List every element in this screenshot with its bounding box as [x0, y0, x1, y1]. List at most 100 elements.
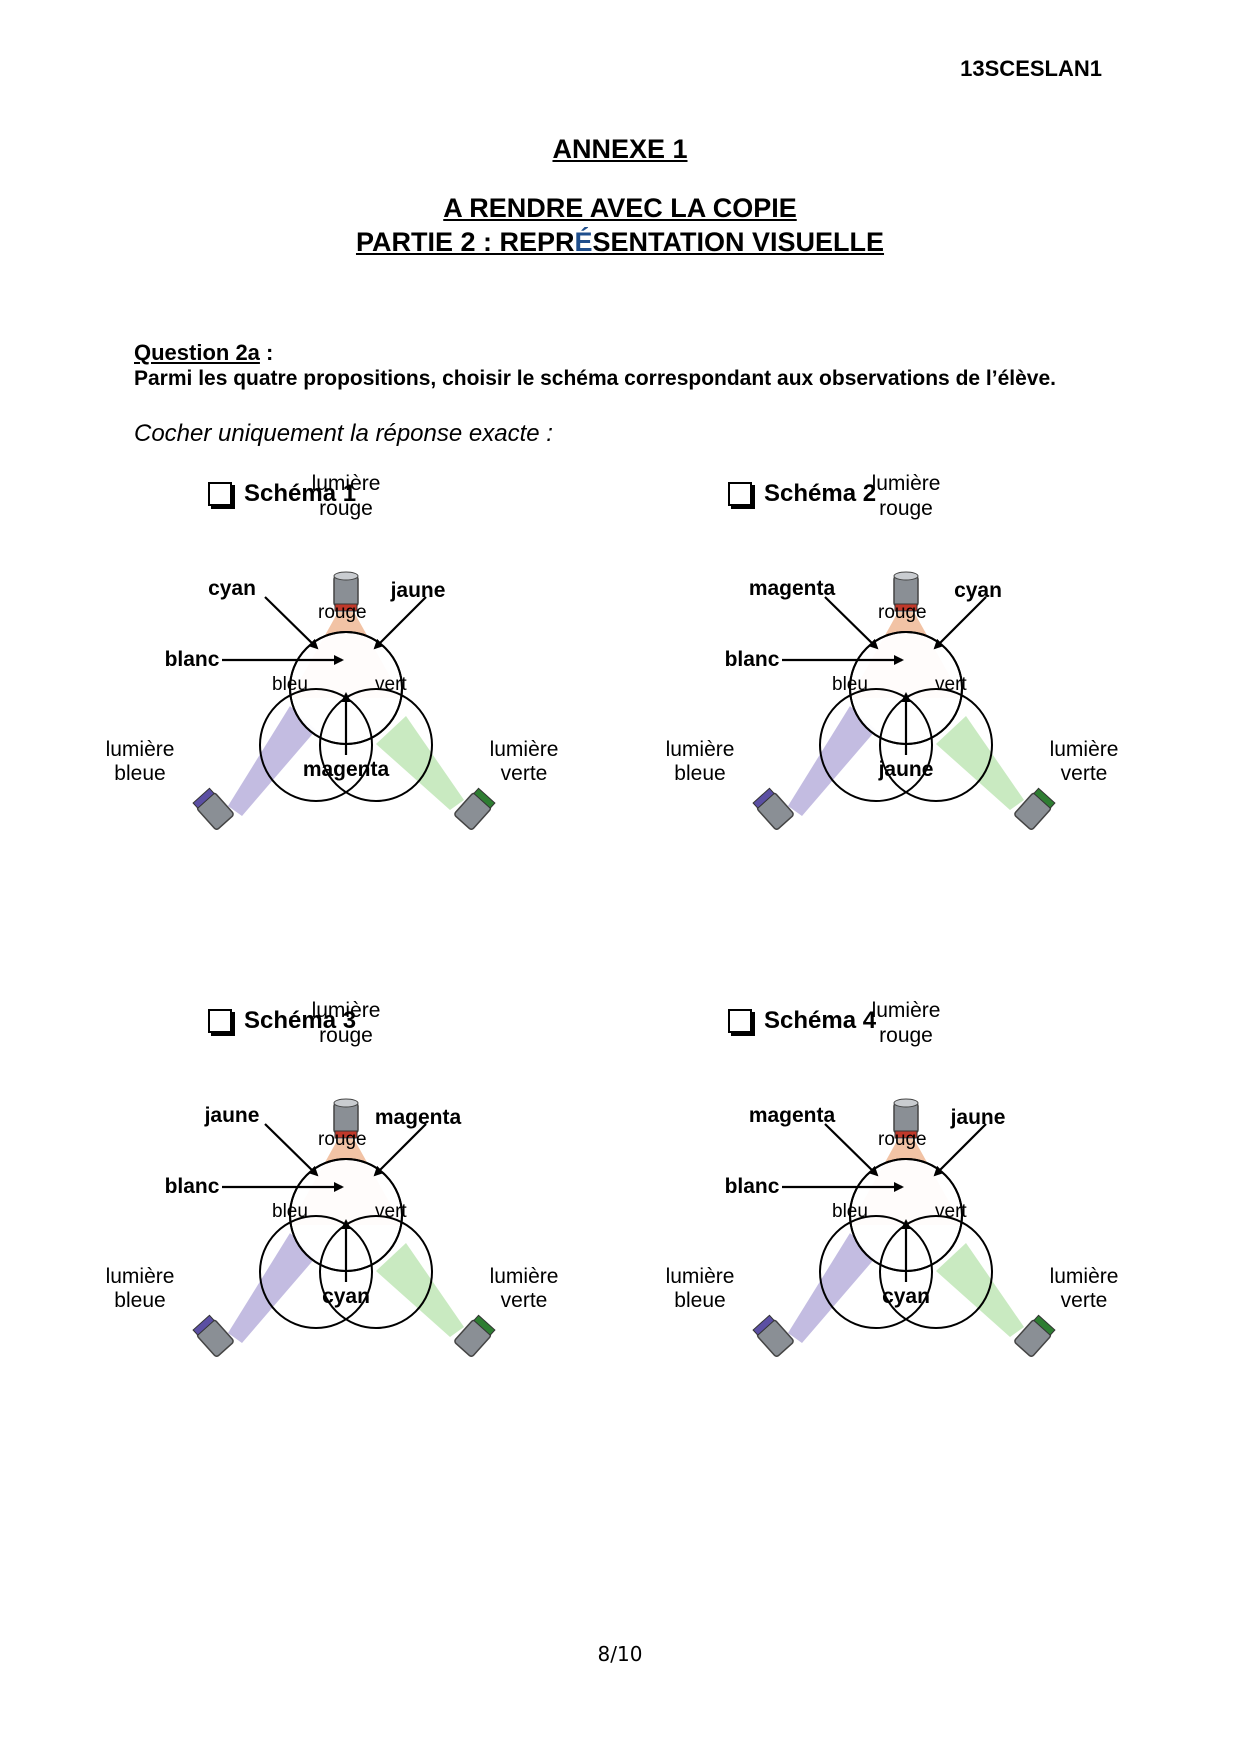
schema-3-heading: Schéma 3	[208, 1007, 356, 1035]
circle-label-vert: vert	[375, 1201, 407, 1222]
green-lamp-icon	[454, 1314, 496, 1357]
green-lamp-icon	[1014, 1314, 1056, 1357]
light-green-label-line1: lumière	[489, 738, 559, 761]
light-red-label-line2: rouge	[319, 1024, 373, 1047]
part-title: PARTIE 2 : REPRÉSENTATION VISUELLE	[0, 227, 1240, 258]
question-colon: :	[259, 340, 274, 365]
blue-lamp-icon	[192, 787, 234, 830]
return-with-copy-title: A RENDRE AVEC LA COPIE	[443, 193, 797, 223]
center-white-label: blanc	[724, 1175, 780, 1198]
green-light-beam	[936, 716, 1024, 810]
blue-light-beam	[788, 706, 876, 816]
circle-label-rouge: rouge	[318, 602, 367, 623]
circle-label-rouge: rouge	[878, 602, 927, 623]
exam-code: 13SCESLAN1	[960, 56, 1102, 81]
top-left-mix-label: magenta	[748, 1104, 836, 1127]
annex-title: ANNEXE 1	[552, 134, 688, 164]
schema-1-checkbox[interactable]	[208, 482, 232, 506]
light-blue-label-line2: bleue	[114, 762, 166, 785]
light-blue-label-line2: bleue	[674, 762, 726, 785]
schema-3-checkbox[interactable]	[208, 1009, 232, 1033]
blue-lamp-icon	[752, 1314, 794, 1357]
green-circle	[319, 688, 433, 802]
top-left-arrow	[824, 596, 879, 650]
schema-2-checkbox[interactable]	[728, 482, 752, 506]
circle-label-bleu: bleu	[272, 674, 308, 695]
blue-lamp-icon	[192, 1314, 234, 1357]
schema-4-heading: Schéma 4	[728, 1007, 876, 1035]
center-white-label: blanc	[164, 1175, 220, 1198]
part-title-end: SENTATION VISUELLE	[592, 227, 885, 257]
top-left-arrow	[264, 596, 319, 650]
green-light-beam	[936, 1243, 1024, 1337]
top-right-mix-label: jaune	[390, 579, 446, 602]
green-circle	[879, 1215, 993, 1329]
light-green-label-line2: verte	[1060, 1289, 1108, 1312]
bottom-mix-label: cyan	[882, 1285, 930, 1308]
light-blue-label-line2: bleue	[674, 1289, 726, 1312]
top-right-mix-label: magenta	[374, 1106, 462, 1129]
circle-label-vert: vert	[935, 1201, 967, 1222]
blue-circle	[259, 1215, 373, 1329]
red-lamp-icon	[893, 571, 919, 612]
green-lamp-icon	[454, 787, 496, 830]
blue-light-beam	[228, 706, 316, 816]
light-red-label-line2: rouge	[879, 497, 933, 520]
top-right-arrow	[933, 596, 987, 650]
schema-2-title: Schéma 2	[764, 480, 877, 507]
center-white-label: blanc	[164, 648, 220, 671]
green-light-beam	[376, 1243, 464, 1337]
top-left-arrow	[264, 1123, 319, 1177]
light-blue-label-line1: lumière	[105, 1265, 175, 1288]
bottom-mix-label: magenta	[302, 758, 390, 781]
light-green-label-line2: verte	[500, 762, 548, 785]
schema-3-title: Schéma 3	[244, 1007, 357, 1034]
schema-2-heading: Schéma 2	[728, 480, 876, 508]
circle-label-bleu: bleu	[272, 1201, 308, 1222]
top-right-mix-label: jaune	[950, 1106, 1006, 1129]
light-red-label-line1: lumière	[311, 472, 381, 495]
question-label: Question 2a :	[134, 340, 273, 366]
light-red-label-line1: lumière	[871, 999, 941, 1022]
light-red-label-line1: lumière	[871, 472, 941, 495]
part-title-start: PARTIE 2 : REPR	[355, 227, 575, 257]
light-green-label-line2: verte	[500, 1289, 548, 1312]
top-right-arrow	[373, 596, 427, 650]
bottom-mix-label: jaune	[878, 758, 934, 781]
light-green-label-line1: lumière	[1049, 1265, 1119, 1288]
light-green-label-line1: lumière	[489, 1265, 559, 1288]
red-lamp-icon	[333, 571, 359, 612]
light-blue-label-line1: lumière	[665, 738, 735, 761]
red-lamp-icon	[893, 1098, 919, 1139]
top-left-mix-label: cyan	[208, 577, 256, 600]
part-title-accent: É	[574, 227, 593, 257]
bottom-mix-label: cyan	[322, 1285, 370, 1308]
question-text: Parmi les quatre propositions, choisir l…	[134, 367, 1056, 390]
top-left-mix-label: magenta	[748, 577, 836, 600]
light-red-label-line1: lumière	[311, 999, 381, 1022]
blue-light-beam	[228, 1233, 316, 1343]
blue-circle	[819, 688, 933, 802]
green-light-beam	[376, 716, 464, 810]
color-venn-diagram	[752, 1098, 1056, 1357]
light-blue-label-line1: lumière	[105, 738, 175, 761]
circle-label-rouge: rouge	[878, 1129, 927, 1150]
circle-label-vert: vert	[375, 674, 407, 695]
page-number: 8/10	[597, 1642, 643, 1666]
light-red-label-line2: rouge	[319, 497, 373, 520]
light-red-label-line2: rouge	[879, 1024, 933, 1047]
schema-4-checkbox[interactable]	[728, 1009, 752, 1033]
schema-1-title: Schéma 1	[244, 480, 357, 507]
green-circle	[319, 1215, 433, 1329]
question-instruction: Cocher uniquement la réponse exacte :	[134, 420, 553, 447]
color-venn-diagram	[192, 1098, 496, 1357]
blue-circle	[819, 1215, 933, 1329]
green-circle	[879, 688, 993, 802]
red-lamp-icon	[333, 1098, 359, 1139]
schema-1-heading: Schéma 1	[208, 480, 356, 508]
light-blue-label-line1: lumière	[665, 1265, 735, 1288]
